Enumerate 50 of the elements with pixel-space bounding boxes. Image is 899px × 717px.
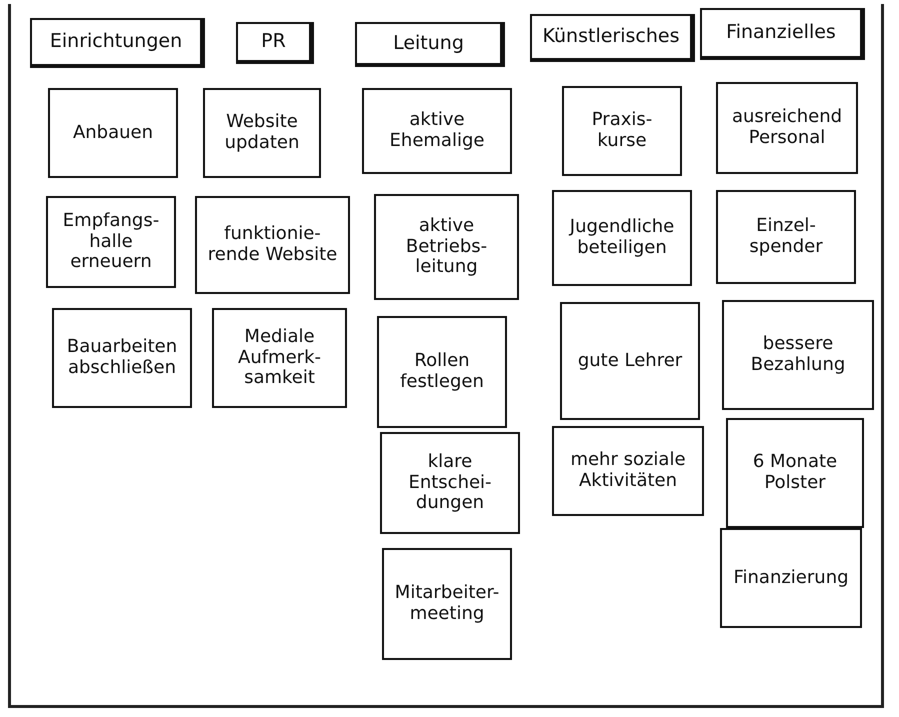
- sticky-note-card: [716, 190, 856, 284]
- sticky-note-card: [552, 190, 692, 286]
- category-header-card: [355, 22, 505, 67]
- card-text: Mediale Aufmerk- samkeit: [237, 326, 322, 390]
- sticky-note-card: [374, 194, 519, 300]
- card-text: aktive Betriebs- leitung: [404, 216, 488, 278]
- sticky-note-card: [203, 88, 321, 178]
- sticky-note-card: [720, 528, 862, 628]
- card-text: Jugendliche beteiligen: [568, 217, 676, 259]
- category-title: Finanzielles: [726, 22, 836, 44]
- card-text: bessere Bezahlung: [750, 334, 846, 376]
- sticky-note-card: [48, 88, 178, 178]
- card-text: Einzel- spender: [748, 216, 824, 258]
- card-text: ausreichend Personal: [730, 107, 844, 149]
- category-header-card: [236, 22, 314, 64]
- card-text: klare Entschei- dungen: [407, 452, 493, 514]
- card-text: Mitarbeiter- meeting: [394, 583, 500, 625]
- card-text: Rollen festlegen: [399, 351, 485, 393]
- sticky-note-card: [552, 426, 704, 516]
- category-title: Einrichtungen: [50, 31, 182, 53]
- sticky-note-card: [377, 316, 507, 428]
- sticky-note-card: [716, 82, 858, 174]
- card-text: Finanzierung: [733, 568, 849, 588]
- card-text: mehr soziale Aktivitäten: [569, 450, 687, 492]
- card-text: funktionie- rende Website: [206, 224, 338, 266]
- sticky-note-card: [382, 548, 512, 660]
- card-text: Anbauen: [72, 122, 154, 144]
- category-header-card: [30, 18, 205, 68]
- category-title: Leitung: [393, 32, 464, 54]
- card-text: 6 Monate Polster: [752, 452, 838, 494]
- card-text: Empfangs- halle erneuern: [62, 210, 160, 274]
- sticky-note-card: [722, 300, 874, 410]
- sticky-note-card: [560, 302, 700, 420]
- card-text: Praxis- kurse: [590, 110, 654, 152]
- sticky-note-card: [362, 88, 512, 174]
- sticky-note-card: [380, 432, 520, 534]
- category-title: PR: [261, 31, 286, 53]
- sticky-note-card: [195, 196, 350, 294]
- category-header-card: [700, 8, 865, 60]
- sticky-note-card: [52, 308, 192, 408]
- card-text: gute Lehrer: [578, 350, 682, 372]
- card-text: aktive Ehemalige: [388, 110, 486, 152]
- sticky-note-card: [562, 86, 682, 176]
- card-text: Bauarbeiten abschließen: [66, 337, 178, 379]
- card-text: Website updaten: [224, 112, 300, 154]
- category-header-card: [530, 14, 695, 62]
- sticky-note-card: [726, 418, 864, 528]
- category-title: Künstlerisches: [542, 26, 680, 48]
- sticky-note-card: [46, 196, 176, 288]
- sticky-note-card: [212, 308, 347, 408]
